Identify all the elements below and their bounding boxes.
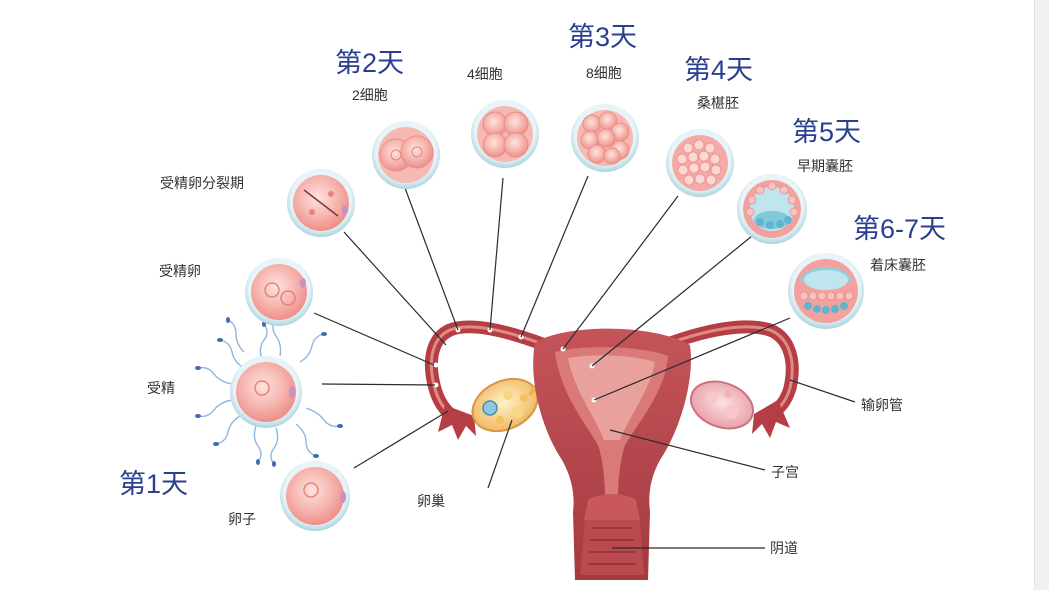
cell-two-cell	[372, 121, 440, 189]
day-label-4: 第4天	[684, 55, 753, 85]
cell-four-cell	[471, 100, 539, 168]
label-two-cell: 2细胞	[352, 87, 388, 103]
label-egg: 卵子	[228, 511, 256, 527]
day-label-3: 第3天	[568, 22, 637, 52]
uterus-illustration	[424, 320, 799, 580]
cell-early-blastocyst	[737, 174, 807, 244]
left-ovary	[471, 377, 539, 433]
label-eight-cell: 8细胞	[586, 65, 622, 81]
label-vagina: 阴道	[770, 540, 798, 556]
cervix	[584, 494, 640, 526]
label-morula: 桑椹胚	[697, 95, 739, 111]
cell-eight-cell	[571, 104, 639, 172]
label-uterus: 子宫	[771, 464, 799, 480]
label-four-cell: 4细胞	[467, 66, 503, 82]
right-ovary	[690, 380, 754, 430]
label-fallopian-tube: 输卵管	[861, 397, 903, 413]
day-label-5: 第5天	[792, 117, 861, 147]
scrollbar[interactable]	[1034, 0, 1049, 590]
cell-fertilization	[195, 317, 343, 467]
day-label-6-7: 第6-7天	[853, 214, 946, 244]
label-early-blastocyst: 早期囊胚	[797, 158, 853, 174]
cell-implanting-blastocyst	[788, 253, 864, 329]
label-fertilized-egg: 受精卵	[159, 263, 201, 279]
label-implanting-blastocyst: 着床囊胚	[870, 257, 926, 273]
label-fertilization: 受精	[147, 380, 175, 396]
cell-fertilized-egg	[245, 258, 313, 326]
label-zygote-division: 受精卵分裂期	[160, 175, 244, 191]
day-label-1: 第1天	[119, 469, 188, 499]
right-fimbriae	[752, 400, 790, 438]
label-ovary: 卵巢	[417, 493, 445, 509]
day-label-2: 第2天	[335, 48, 404, 78]
sperm-group	[197, 319, 341, 465]
sperm-heads	[195, 317, 343, 467]
left-fimbriae	[438, 405, 476, 440]
leader-lines	[313, 175, 856, 549]
cell-egg	[280, 461, 350, 531]
cell-morula	[666, 129, 734, 197]
cell-zygote-division	[287, 169, 355, 237]
